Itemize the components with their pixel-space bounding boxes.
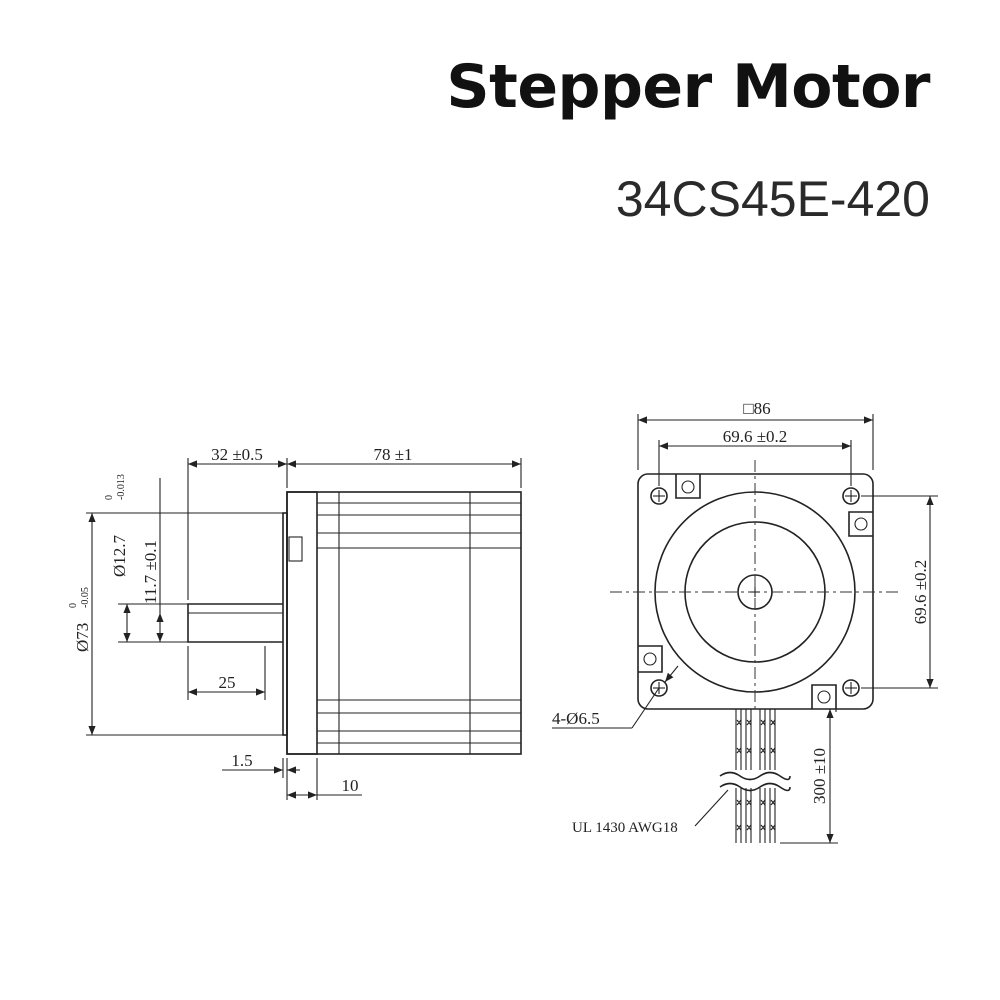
dim-hole-spacing-vertical: 69.6 ±0.2	[911, 560, 930, 625]
dim-shaft-length: 32 ±0.5	[211, 445, 263, 464]
dim-flat-length: 25	[219, 673, 236, 692]
dim-mounting-holes: 4-Ø6.5	[552, 709, 600, 728]
dim-boss-diameter: Ø73	[73, 623, 92, 652]
motor-shaft	[187, 603, 283, 643]
dim-hole-spacing-horizontal: 69.6 ±0.2	[723, 427, 788, 446]
dim-boss-tol-lower: -0.05	[80, 587, 91, 608]
lead-wires	[719, 709, 791, 843]
dim-shaft-tol-upper: 0	[104, 495, 115, 500]
page-title: Stepper Motor	[446, 52, 930, 122]
model-number: 34CS45E-420	[615, 171, 930, 227]
dim-shaft-diameter: Ø12.7	[110, 534, 129, 577]
dim-boss-tol-upper: 0	[68, 603, 79, 608]
motor-body-outline	[286, 491, 522, 755]
counterbore-notches	[638, 474, 873, 709]
dim-shaft-tol-lower: -0.013	[116, 474, 127, 500]
dim-flange-thickness: 10	[342, 776, 359, 795]
dim-lead-length: 300 ±10	[810, 748, 829, 804]
mounting-holes	[650, 487, 860, 697]
dim-body-length: 78 ±1	[373, 445, 412, 464]
side-view: 32 ±0.5 78 ±1 Ø73 0 -0.05 Ø12.7 0 -0.013…	[68, 445, 522, 800]
front-flange	[286, 491, 318, 755]
dim-flange-square: □86	[743, 399, 770, 418]
flange-tab	[288, 536, 303, 562]
front-view: □86 69.6 ±0.2 69.6 ±0.2 4-Ø6.5 300 ±10 U…	[552, 399, 938, 844]
dim-boss-height: 1.5	[231, 751, 252, 770]
pilot-boss	[282, 512, 288, 736]
dim-shaft-flat: 11.7 ±0.1	[141, 540, 160, 604]
lead-wire-label: UL 1430 AWG18	[572, 820, 678, 836]
